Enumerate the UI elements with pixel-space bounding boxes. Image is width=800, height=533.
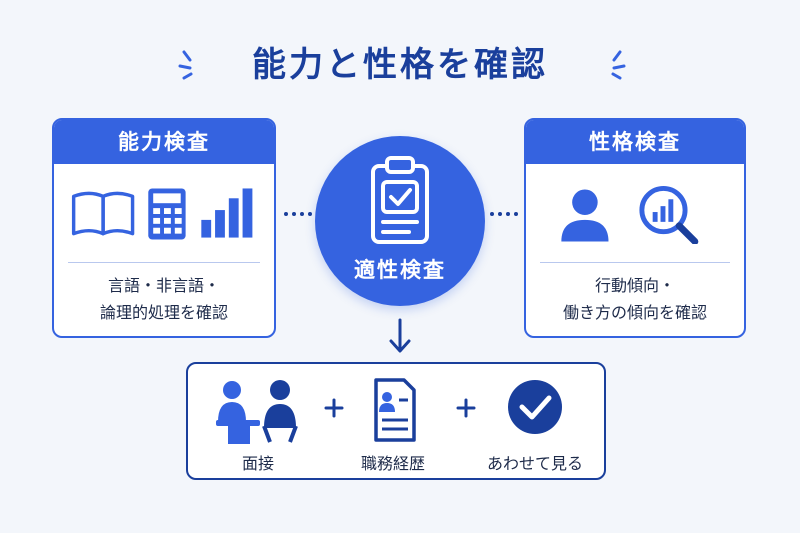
plus-icon: [456, 398, 476, 418]
personality-divider: [540, 262, 730, 263]
interview-icon: [216, 380, 298, 444]
check-circle-icon: [508, 380, 562, 434]
resume-icon: [374, 378, 416, 442]
connector-dots-left: [284, 212, 312, 216]
bar-chart-icon: [201, 188, 253, 238]
combined-evaluation-box: 面接 職務経歴 あわせて見る: [186, 362, 606, 480]
personality-test-header: 性格検査: [526, 120, 744, 164]
personality-icons: [561, 186, 699, 244]
ability-description: 言語・非言語・ 論理的処理を確認: [54, 272, 274, 326]
interview-label: 面接: [241, 454, 274, 473]
sparkle-right-icon: [611, 50, 626, 80]
ability-divider: [68, 262, 260, 263]
plus-icon: [324, 398, 344, 418]
person-icon: [561, 189, 609, 242]
personality-line-2: 働き方の傾向を確認: [562, 303, 707, 322]
work-history-label: 職務経歴: [360, 454, 425, 473]
page-title: 能力と性格を確認: [252, 45, 548, 85]
book-icon: [71, 191, 135, 236]
arrow-down-icon: [389, 318, 411, 353]
clipboard-check-icon: [371, 156, 429, 244]
personality-description: 行動傾向・ 働き方の傾向を確認: [526, 272, 744, 326]
aptitude-test-hub: 適性検査: [315, 136, 485, 306]
ability-test-header: 能力検査: [54, 120, 274, 164]
ability-test-card: 能力検査 言語・非言語・ 論理的処理を確認: [52, 118, 276, 338]
ability-line-1: 言語・非言語・: [107, 276, 220, 295]
magnifier-chart-icon: [639, 186, 699, 244]
calculator-icon: [148, 188, 186, 240]
ability-icons: [71, 188, 253, 240]
connector-dots-right: [490, 212, 518, 216]
personality-line-1: 行動傾向・: [594, 276, 675, 295]
ability-line-2: 論理的処理を確認: [99, 303, 228, 322]
aptitude-test-label: 適性検査: [354, 258, 446, 282]
sparkle-left-icon: [178, 50, 193, 80]
view-together-label: あわせて見る: [486, 454, 583, 473]
personality-test-card: 性格検査 行動傾向・ 働き方の傾向を確認: [524, 118, 746, 338]
